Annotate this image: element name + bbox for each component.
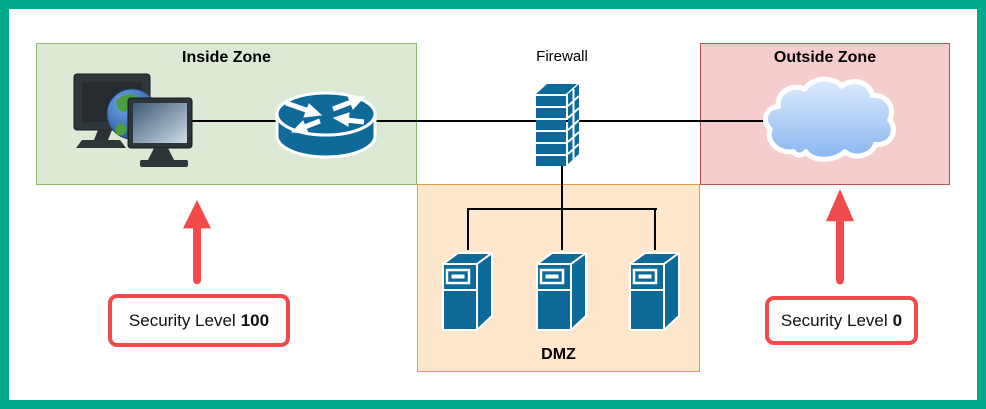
server-icon	[442, 252, 493, 331]
up-arrow-icon	[183, 200, 211, 285]
security-level-outside-text: Security Level	[780, 310, 888, 330]
workstation-icon	[73, 73, 193, 167]
server-icon	[629, 252, 680, 331]
security-level-outside-value: 0	[892, 310, 903, 330]
internet-cloud-icon	[763, 76, 896, 162]
outside-zone-label: Outside Zone	[773, 49, 877, 66]
security-level-outside-box: Security Level 0	[765, 296, 918, 345]
firewall-brick-icon	[536, 84, 580, 166]
up-arrow-icon	[826, 189, 854, 285]
security-level-inside-value: 100	[240, 310, 270, 330]
router-icon	[275, 91, 377, 159]
server-drop-line-1	[467, 208, 469, 250]
firewall-dmz-line	[561, 162, 563, 209]
inside-zone-label: Inside Zone	[182, 49, 271, 66]
server-drop-line-3	[654, 208, 656, 250]
dmz-zone-label: DMZ	[541, 346, 576, 363]
firewall-label: Firewall	[536, 48, 588, 65]
server-drop-line-2	[561, 208, 563, 250]
main-link-line	[178, 120, 770, 122]
security-level-inside-box: Security Level 100	[108, 294, 290, 347]
security-level-inside-text: Security Level	[128, 310, 236, 330]
server-icon	[536, 252, 587, 331]
